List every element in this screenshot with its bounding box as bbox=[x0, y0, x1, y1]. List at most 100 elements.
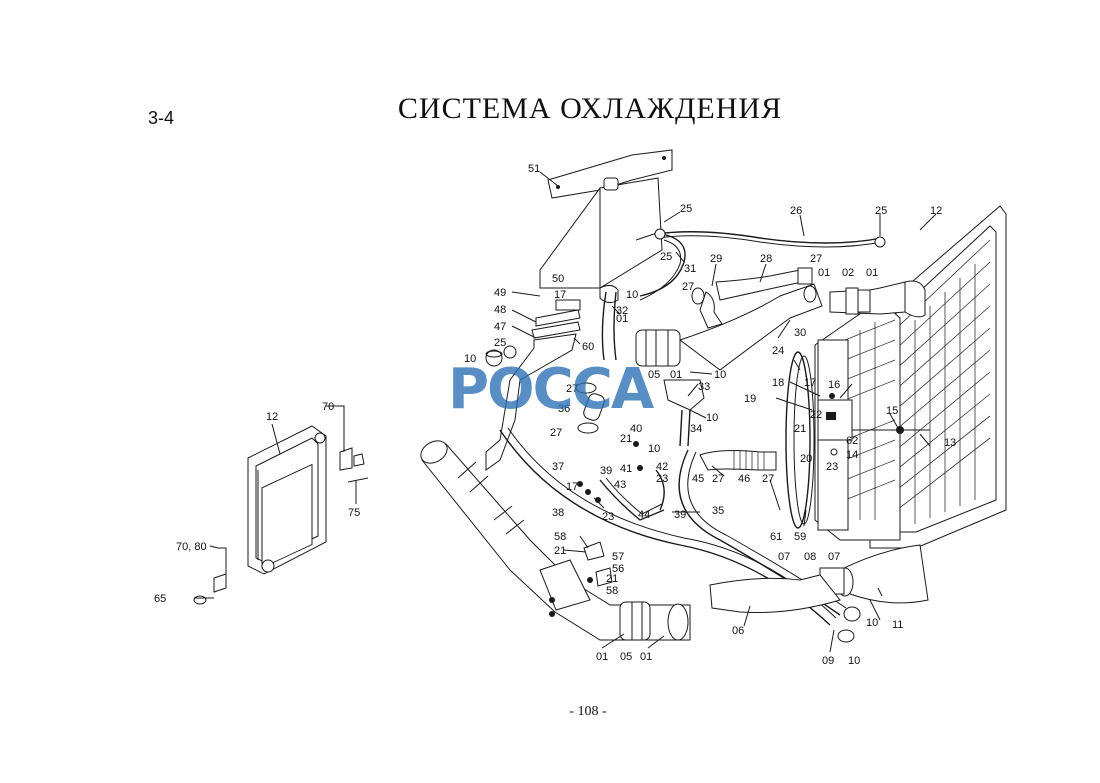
hoses bbox=[499, 231, 883, 626]
callout-labels: 51 25 25 25 25 26 12 12 31 29 28 27 27 2… bbox=[154, 163, 956, 667]
callout: 44 bbox=[638, 509, 650, 521]
callout: 27 bbox=[762, 473, 774, 485]
callout: 21 bbox=[620, 433, 632, 445]
callout: 40 bbox=[630, 423, 642, 435]
callout: 27 bbox=[682, 281, 694, 293]
callout: 17 bbox=[554, 289, 566, 301]
callout: 09 bbox=[822, 655, 834, 667]
charge-air-pipe bbox=[420, 440, 691, 641]
callout: 16 bbox=[828, 379, 840, 391]
callout: 10 bbox=[626, 289, 638, 301]
callout: 23 bbox=[602, 511, 614, 523]
page-number: - 108 - bbox=[569, 704, 607, 719]
callout: 34 bbox=[690, 423, 702, 435]
callout: 08 bbox=[804, 551, 816, 563]
callout: 10 bbox=[848, 655, 860, 667]
small-radiator bbox=[247, 425, 327, 575]
callout: 42 bbox=[656, 461, 668, 473]
small-parts bbox=[485, 228, 886, 643]
callout: 29 bbox=[710, 253, 722, 265]
callout: 32 bbox=[616, 305, 628, 317]
callout: 01 bbox=[616, 313, 628, 325]
callout: 26 bbox=[790, 205, 802, 217]
callout: 07 bbox=[778, 551, 790, 563]
callout: 51 bbox=[528, 163, 540, 175]
callout: 17 bbox=[804, 377, 816, 389]
callout: 06 bbox=[732, 625, 744, 637]
callout: 25 bbox=[680, 203, 692, 215]
callout: 18 bbox=[772, 377, 784, 389]
callout: 58 bbox=[606, 585, 618, 597]
callout: 31 bbox=[684, 263, 696, 275]
callout: 14 bbox=[846, 449, 858, 461]
callout: 25 bbox=[494, 337, 506, 349]
callout: 21 bbox=[554, 545, 566, 557]
callout: 37 bbox=[552, 461, 564, 473]
callout: 41 bbox=[620, 463, 632, 475]
watermark-logo: РОССА bbox=[448, 357, 655, 422]
callout: 38 bbox=[552, 507, 564, 519]
callout: 23 bbox=[656, 473, 668, 485]
callout: 27 bbox=[810, 253, 822, 265]
callout: 01 bbox=[866, 267, 878, 279]
callout: 10 bbox=[706, 412, 718, 424]
callout: 36 bbox=[558, 403, 570, 415]
callout: 21 bbox=[794, 423, 806, 435]
callout: 75 bbox=[348, 507, 360, 519]
callout: 39 bbox=[674, 509, 686, 521]
callout: 25 bbox=[875, 205, 887, 217]
radiator-assembly bbox=[785, 205, 1007, 604]
callout: 10 bbox=[866, 617, 878, 629]
callout: 01 bbox=[818, 267, 830, 279]
callout: 10 bbox=[464, 353, 476, 365]
callout: 28 bbox=[760, 253, 772, 265]
callout: 22 bbox=[810, 409, 822, 421]
callout: 20 bbox=[800, 453, 812, 465]
callout: 05 bbox=[648, 369, 660, 381]
callout: 25 bbox=[660, 251, 672, 263]
callout: 02 bbox=[842, 267, 854, 279]
callout: 27 bbox=[550, 427, 562, 439]
callout: 01 bbox=[596, 651, 608, 663]
callout: 01 bbox=[670, 369, 682, 381]
callout: 57 bbox=[612, 551, 624, 563]
callout: 50 bbox=[552, 273, 564, 285]
callout: 43 bbox=[614, 479, 626, 491]
callout: 60 bbox=[582, 341, 594, 353]
tank-bracket bbox=[485, 309, 581, 471]
callout: 01 bbox=[640, 651, 652, 663]
callout: 49 bbox=[494, 287, 506, 299]
callout: 07 bbox=[828, 551, 840, 563]
callout: 47 bbox=[494, 321, 506, 333]
callout: 05 bbox=[620, 651, 632, 663]
expansion-tank bbox=[539, 149, 673, 311]
callout: 58 bbox=[554, 531, 566, 543]
callout: 65 bbox=[154, 593, 166, 605]
callout: 27 bbox=[566, 383, 578, 395]
callout: 46 bbox=[738, 473, 750, 485]
callout: 70, 80 bbox=[176, 541, 207, 553]
leader-lines bbox=[194, 171, 937, 653]
callout: 11 bbox=[892, 619, 903, 631]
page-title: СИСТЕМА ОХЛАЖДЕНИЯ bbox=[397, 92, 783, 125]
callout: 10 bbox=[648, 443, 660, 455]
callout: 56 bbox=[612, 563, 624, 575]
callout: 12 bbox=[930, 205, 942, 217]
callout: 19 bbox=[744, 393, 756, 405]
callout: 12 bbox=[266, 411, 278, 423]
callout: 27 bbox=[712, 473, 724, 485]
callout: 33 bbox=[698, 381, 710, 393]
callout: 21 bbox=[606, 573, 618, 585]
callout: 17 bbox=[566, 481, 578, 493]
callout: 10 bbox=[714, 369, 726, 381]
callout: 59 bbox=[794, 531, 806, 543]
callout: 23 bbox=[826, 461, 838, 473]
callout: 15 bbox=[886, 405, 898, 417]
callout: 61 bbox=[770, 531, 782, 543]
callout: 48 bbox=[494, 304, 506, 316]
callout: 30 bbox=[794, 327, 806, 339]
callout: 35 bbox=[712, 505, 724, 517]
callout: 62 bbox=[846, 435, 858, 447]
